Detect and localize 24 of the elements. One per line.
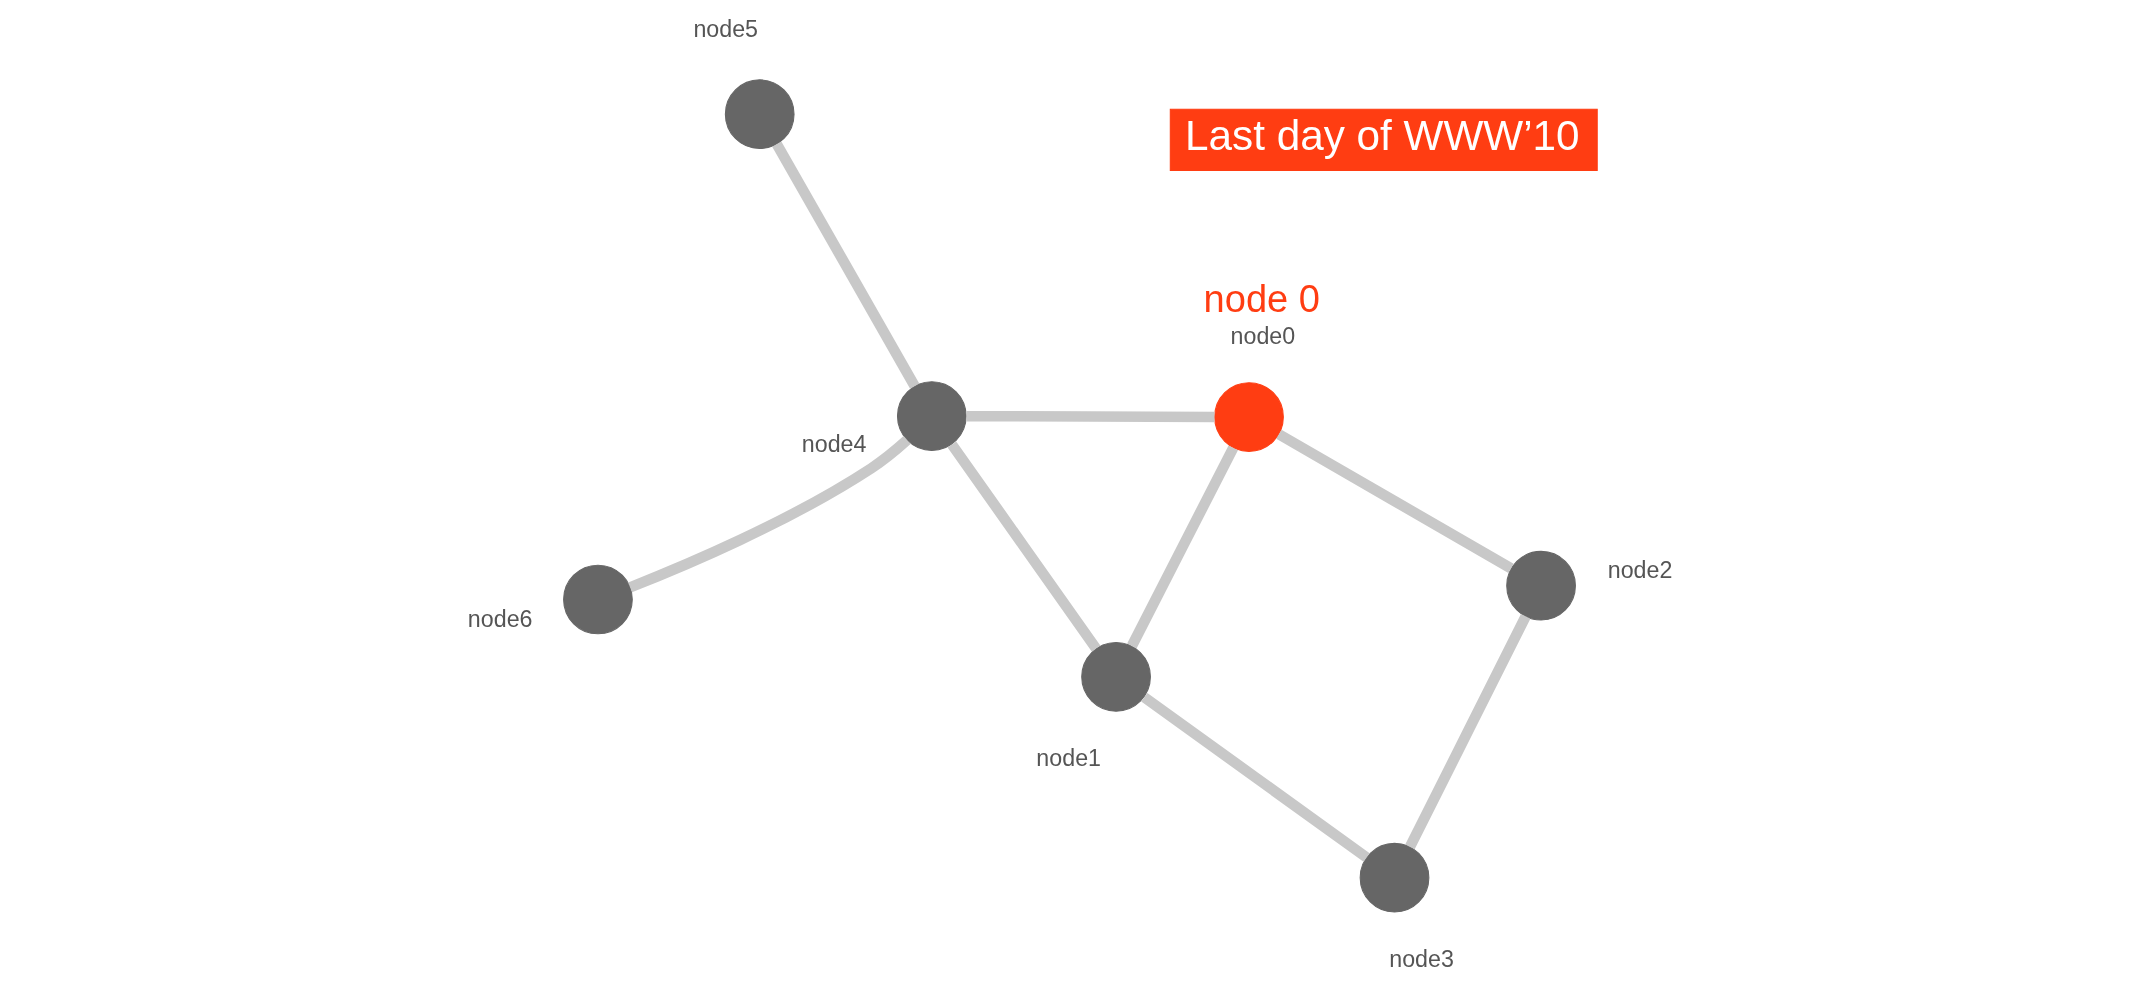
node-circle (896, 381, 967, 451)
connector (1140, 692, 1370, 862)
connector (1404, 614, 1530, 850)
connector (947, 441, 1100, 652)
connector (627, 436, 911, 593)
node-circle (724, 79, 795, 150)
node-circle (1080, 641, 1151, 712)
node-label: node5 (692, 16, 758, 43)
node-circle (1505, 550, 1576, 621)
node-label: node 0 (1203, 277, 1320, 320)
node-label: node2 (1607, 556, 1672, 583)
connector (965, 410, 1214, 423)
node-label: node1 (1035, 744, 1101, 771)
connector (1126, 445, 1238, 649)
connector (1275, 429, 1514, 573)
node-circle (1213, 382, 1284, 452)
node-circle (562, 564, 633, 635)
node-label: node3 (1388, 945, 1454, 972)
node-circle (1359, 842, 1429, 913)
node-label: node6 (467, 605, 532, 632)
node-box: Last day of WWW’10 (1169, 108, 1598, 172)
connector (771, 141, 919, 389)
node-label: node4 (801, 430, 866, 457)
node-label: node0 (1230, 323, 1295, 350)
